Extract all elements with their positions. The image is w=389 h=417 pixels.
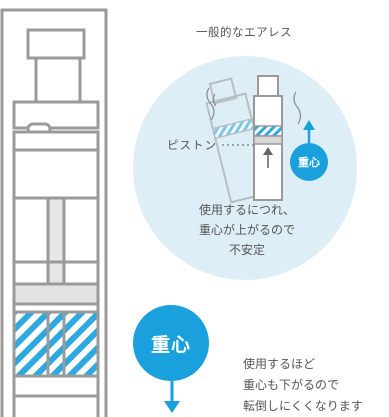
pump-nozzle bbox=[26, 28, 86, 60]
center-of-gravity-badge-small: 重心 bbox=[290, 143, 328, 181]
piston-label: ピストン bbox=[167, 138, 217, 152]
inset-title: 一般的なエアレス bbox=[196, 25, 292, 39]
arrow-down-icon bbox=[164, 381, 180, 413]
stable-caption: 使用するほど 重心も下がるので 転倒しにくくなります bbox=[243, 354, 363, 417]
unstable-caption: 使用するにつれ、 重心が上がるので 不安定 bbox=[180, 200, 314, 260]
piston-band bbox=[12, 282, 100, 306]
airless-bottle-illustration bbox=[0, 8, 108, 417]
arrow-up-icon bbox=[263, 147, 273, 168]
unstable-line-2: 重心が上がるので bbox=[198, 223, 295, 237]
product-hatched-fill bbox=[12, 310, 100, 378]
unstable-line-1: 使用するにつれ、 bbox=[198, 203, 296, 217]
stable-line-3: 転倒しにくくなります bbox=[243, 399, 363, 413]
pump-shoulder bbox=[12, 100, 100, 130]
inner-tube bbox=[46, 196, 66, 286]
pump-stem bbox=[34, 56, 82, 104]
upright-bottle-small bbox=[253, 75, 283, 201]
arrow-up-icon bbox=[303, 120, 315, 143]
stable-line-1: 使用するほど bbox=[243, 357, 316, 371]
unstable-line-3: 不安定 bbox=[228, 243, 265, 257]
center-of-gravity-badge-large: 重心 bbox=[133, 305, 209, 381]
stable-line-2: 重心も下がるので bbox=[243, 378, 340, 392]
